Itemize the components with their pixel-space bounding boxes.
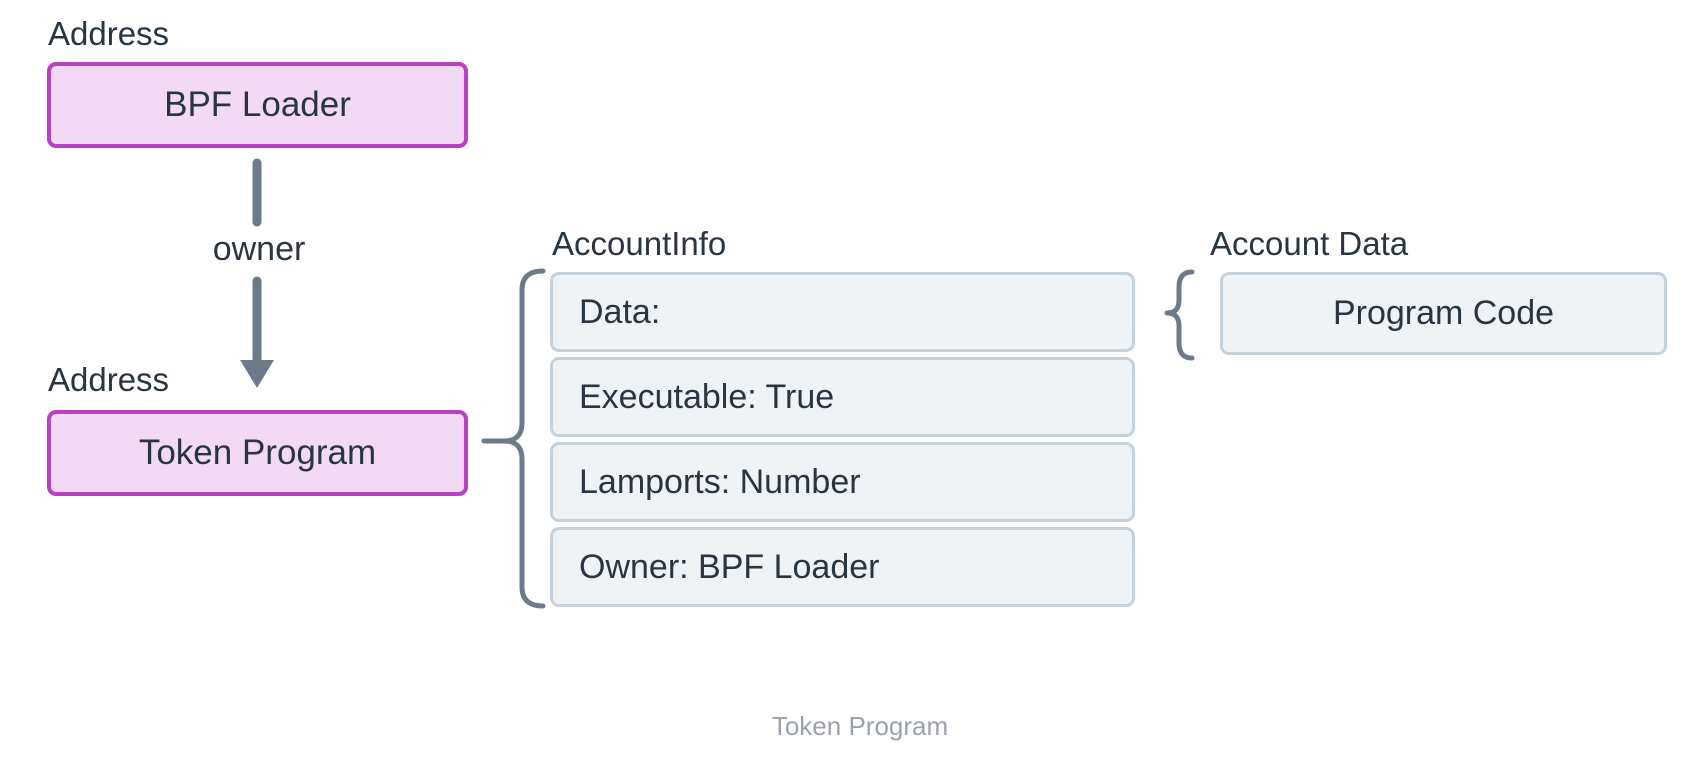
owner-edge-label: owner: [212, 230, 306, 268]
program-code-node: Program Code: [1220, 272, 1667, 355]
accountinfo-row-owner: Owner: BPF Loader: [550, 527, 1135, 607]
accountinfo-row-owner-label: Owner: BPF Loader: [579, 547, 880, 586]
bpf-loader-node: BPF Loader: [47, 62, 468, 148]
account-data-brace-icon: [1164, 269, 1195, 361]
token-program-node-label: Token Program: [138, 433, 377, 472]
address-label-top: Address: [48, 15, 170, 52]
accountinfo-row-lamports: Lamports: Number: [550, 442, 1135, 522]
accountinfo-row-data-label: Data:: [579, 292, 661, 331]
accountinfo-row-lamports-label: Lamports: Number: [579, 462, 861, 501]
token-program-node: Token Program: [47, 410, 468, 496]
accountinfo-brace-icon: [481, 268, 546, 609]
diagram-caption: Token Program: [771, 711, 949, 741]
accountinfo-title: AccountInfo: [552, 225, 727, 262]
bpf-loader-node-label: BPF Loader: [164, 85, 351, 124]
owner-arrowhead-icon: [240, 360, 274, 388]
address-label-bottom: Address: [48, 361, 170, 398]
accountinfo-row-executable: Executable: True: [550, 357, 1135, 437]
accountinfo-row-executable-label: Executable: True: [579, 377, 835, 416]
accountinfo-row-data: Data:: [550, 272, 1135, 352]
program-code-node-label: Program Code: [1332, 294, 1555, 332]
account-data-title: Account Data: [1210, 225, 1409, 262]
